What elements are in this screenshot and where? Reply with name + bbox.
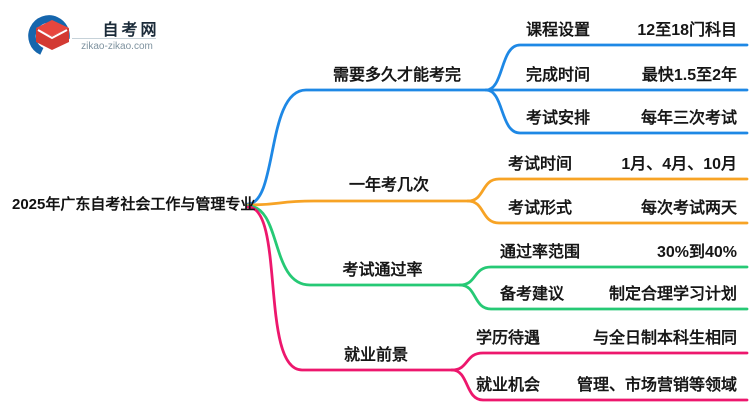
leaf-label: 就业机会	[476, 377, 541, 394]
leaf-row: 考试安排 每年三次考试	[508, 103, 747, 129]
leaf-value: 制定合理学习计划	[608, 286, 737, 303]
logo-domain: zikao-zikao.com	[81, 41, 153, 52]
leaf-label: 完成时间	[526, 67, 591, 84]
branch-label-duration: 需要多久才能考完	[332, 67, 461, 84]
leaf-row: 通过率范围 30%到40%	[482, 237, 747, 263]
leaf-label: 备考建议	[500, 286, 565, 303]
branch-line	[450, 351, 749, 372]
branch-line	[450, 368, 749, 402]
logo-title: 自考网	[102, 22, 160, 39]
leaf-row: 完成时间 最快1.5至2年	[508, 60, 747, 86]
branch-line	[246, 88, 749, 206]
branch-label-frequency: 一年考几次	[348, 177, 429, 194]
leaf-label: 考试时间	[508, 156, 573, 173]
branch-line	[246, 205, 454, 372]
leaf-value: 30%到40%	[656, 244, 737, 261]
leaf-row: 备考建议 制定合理学习计划	[482, 279, 747, 305]
central-topic: 2025年广东自考社会工作与管理专业	[12, 196, 256, 213]
branch-line	[484, 43, 749, 92]
leaf-label: 课程设置	[526, 22, 591, 39]
leaf-row: 学历待遇 与全日制本科生相同	[468, 323, 747, 349]
leaf-value: 每次考试两天	[640, 200, 737, 217]
graduation-cap-icon	[28, 15, 70, 57]
leaf-row: 课程设置 12至18门科目	[508, 15, 747, 41]
leaf-value: 每年三次考试	[640, 110, 737, 127]
leaf-value: 12至18门科目	[637, 22, 737, 39]
branch-line	[246, 204, 462, 287]
leaf-row: 考试形式 每次考试两天	[490, 193, 747, 219]
branch-line	[458, 283, 749, 311]
branch-line	[484, 88, 749, 135]
leaf-label: 学历待遇	[476, 330, 541, 347]
leaf-value: 最快1.5至2年	[641, 67, 737, 84]
leaf-value: 管理、市场营销等领域	[576, 377, 737, 394]
leaf-label: 考试安排	[526, 110, 591, 127]
site-logo[interactable]: 自考网 zikao-zikao.com	[28, 10, 158, 58]
logo-divider	[72, 38, 156, 39]
branch-line	[466, 199, 749, 225]
leaf-label: 通过率范围	[500, 244, 581, 261]
leaf-row: 就业机会 管理、市场营销等领域	[468, 370, 747, 396]
leaf-value: 与全日制本科生相同	[592, 330, 737, 347]
leaf-value: 1月、4月、10月	[621, 156, 737, 173]
branch-label-employment: 就业前景	[343, 347, 408, 364]
branch-line	[246, 199, 470, 207]
branch-label-pass-rate: 考试通过率	[342, 262, 423, 279]
leaf-label: 考试形式	[508, 200, 573, 217]
leaf-row: 考试时间 1月、4月、10月	[490, 149, 747, 175]
